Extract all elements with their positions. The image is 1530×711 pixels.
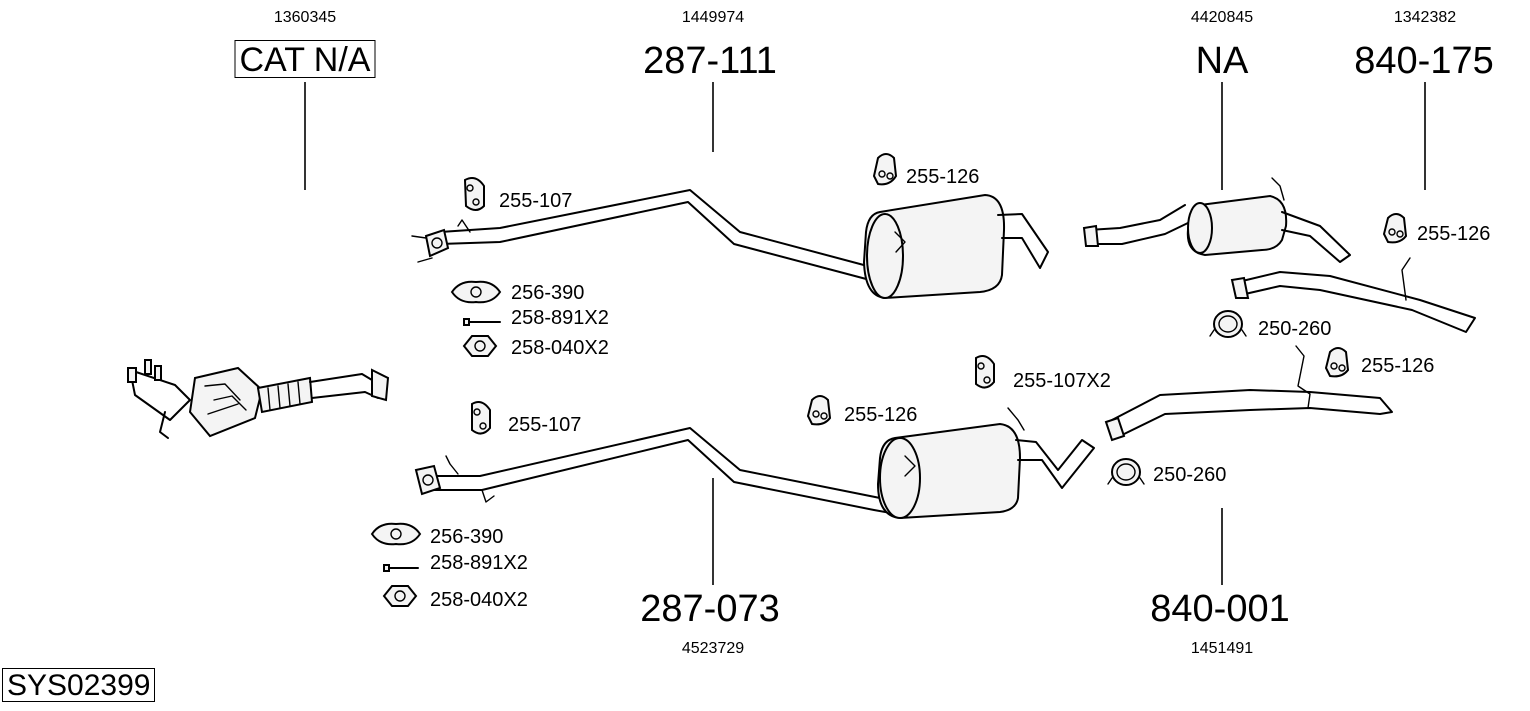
hanger-icon-lower-255-107x2 — [975, 355, 995, 389]
hanger-icon-rear-lower-255-126 — [1324, 347, 1350, 378]
tail-pipe-lower-drawing — [1104, 345, 1393, 442]
rear-muffler-upper-drawing — [1082, 177, 1351, 263]
ref-rear-lower: 1451491 — [1190, 640, 1254, 657]
label-cat: CAT N/A — [234, 40, 376, 78]
label-lower-nut: 258-040X2 — [430, 589, 528, 611]
hanger-icon-lower-255-107 — [471, 401, 491, 435]
label-rear-upper: 840-175 — [1354, 40, 1494, 82]
hanger-icon-lower-255-126 — [806, 395, 832, 426]
ref-rear-upper: 1342382 — [1393, 9, 1457, 26]
hanger-icon-rear-upper-255-126 — [1382, 213, 1408, 244]
nut-icon-upper — [462, 335, 498, 357]
label-upper-hanger-mid: 255-126 — [906, 166, 980, 188]
label-lower-hanger-muffler: 255-107X2 — [1013, 370, 1111, 392]
label-rear-hanger-lower: 255-126 — [1361, 355, 1435, 377]
bolt-icon-upper — [463, 318, 501, 326]
ref-front-upper: 1449974 — [681, 9, 745, 26]
bolt-icon-lower — [383, 564, 419, 572]
label-front-lower: 287-073 — [640, 588, 780, 630]
ref-mid-upper: 4420845 — [1190, 9, 1254, 26]
label-lower-hanger-front: 255-107 — [508, 414, 582, 436]
label-clamp-lower: 250-260 — [1153, 464, 1227, 486]
label-upper-bolt: 258-891X2 — [511, 307, 609, 329]
label-upper-nut: 258-040X2 — [511, 337, 609, 359]
label-front-upper: 287-111 — [643, 40, 777, 82]
front-pipe-lower-drawing — [414, 427, 906, 515]
system-code: SYS02399 — [2, 668, 156, 702]
label-clamp-upper: 250-260 — [1258, 318, 1332, 340]
ref-front-lower: 4523729 — [681, 640, 745, 657]
label-lower-hanger-mid: 255-126 — [844, 404, 918, 426]
hanger-icon-upper-255-126 — [872, 153, 898, 186]
middle-muffler-lower-drawing — [876, 407, 1095, 520]
label-upper-hanger-front: 255-107 — [499, 190, 573, 212]
catalytic-converter-drawing — [127, 359, 390, 439]
label-lower-bolt: 258-891X2 — [430, 552, 528, 574]
gasket-icon-upper — [450, 280, 502, 304]
middle-muffler-upper-drawing — [862, 193, 1049, 300]
clamp-icon-lower-250-260 — [1107, 458, 1145, 486]
label-mid-upper: NA — [1195, 40, 1249, 82]
tail-pipe-upper-drawing — [1230, 257, 1476, 333]
ref-cat: 1360345 — [273, 9, 337, 26]
hanger-icon-upper-255-107 — [463, 177, 485, 211]
gasket-icon-lower — [370, 522, 422, 546]
label-rear-lower: 840-001 — [1150, 588, 1290, 630]
label-rear-hanger-upper: 255-126 — [1417, 223, 1491, 245]
clamp-icon-upper-250-260 — [1209, 310, 1247, 338]
nut-icon-lower — [382, 585, 418, 607]
label-lower-gasket: 256-390 — [430, 526, 504, 548]
label-upper-gasket: 256-390 — [511, 282, 585, 304]
